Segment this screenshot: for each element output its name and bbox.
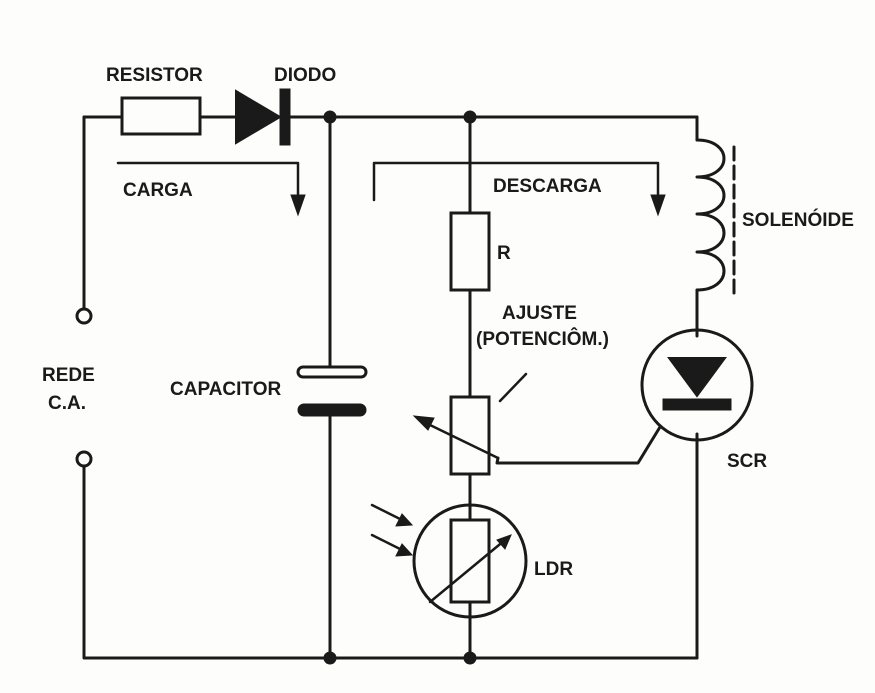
resistor-symbol <box>120 96 202 136</box>
label-scr: SCR <box>727 451 767 472</box>
label-solenoide: SOLENÓIDE <box>742 209 854 231</box>
scr-symbol <box>640 328 754 442</box>
label-rede-line1: REDE <box>42 365 95 386</box>
terminal-top <box>75 307 93 325</box>
potentiometer-symbol <box>412 372 528 476</box>
junction-dots <box>323 110 477 665</box>
labels: RESISTOR DIODO CARGA DESCARGA SOLENÓIDE … <box>42 65 854 580</box>
solenoid-symbol <box>695 138 736 300</box>
label-descarga: DESCARGA <box>493 176 602 197</box>
label-carga: CARGA <box>123 180 193 201</box>
label-resistor: RESISTOR <box>106 65 203 86</box>
label-capacitor: CAPACITOR <box>170 379 281 400</box>
terminal-bottom <box>75 450 93 468</box>
wires <box>82 115 699 660</box>
label-rede-line2: C.A. <box>48 393 86 414</box>
label-ajuste-line1: AJUSTE <box>502 303 577 324</box>
ldr-symbol <box>370 503 528 619</box>
capacitor-symbol <box>296 365 368 417</box>
label-diodo: DIODO <box>274 65 336 86</box>
input-terminals <box>75 307 93 468</box>
resistor-r-symbol <box>449 211 491 292</box>
carga-arrow <box>116 161 306 217</box>
label-ajuste-line2: (POTENCIÔM.) <box>476 328 609 350</box>
label-ldr: LDR <box>534 559 573 580</box>
descarga-arrow <box>372 161 666 217</box>
label-r: R <box>497 243 511 264</box>
diode-symbol <box>235 88 291 146</box>
